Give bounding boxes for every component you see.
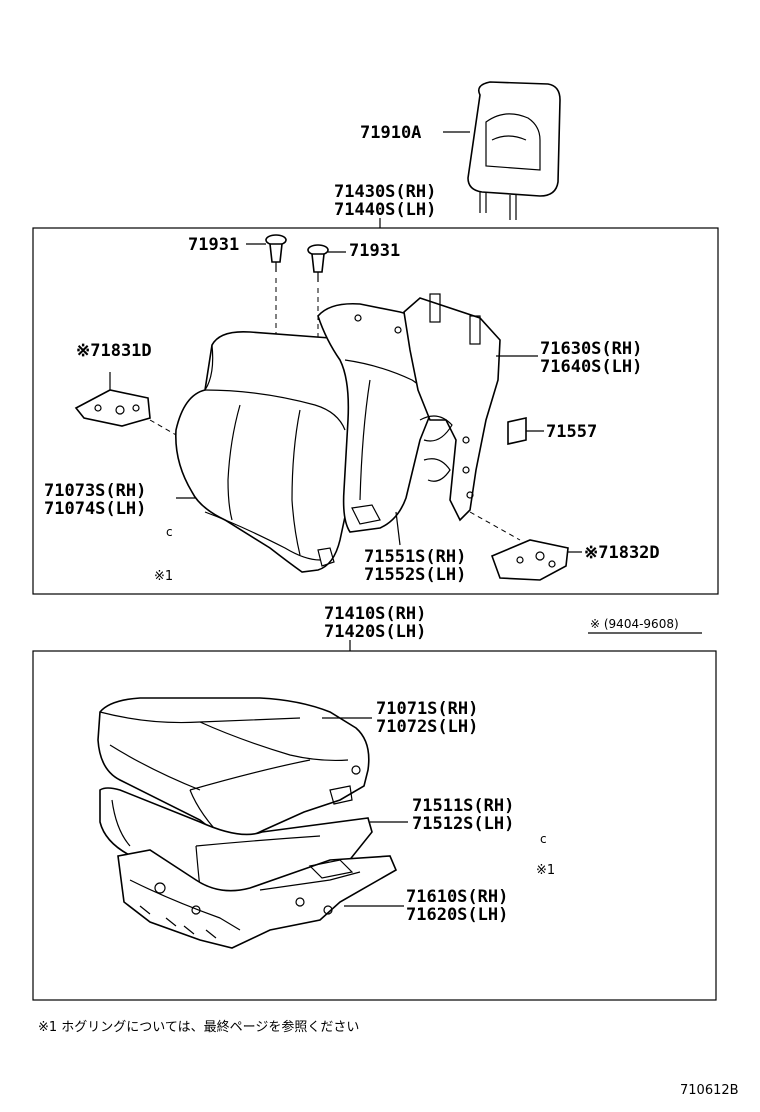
hog-ring-letter-2: c bbox=[540, 832, 547, 846]
hog-ring-mark-2: ※1 bbox=[536, 863, 555, 878]
pad-71557-drawing bbox=[507, 417, 527, 445]
back-cover-drawing bbox=[175, 330, 363, 573]
label-hinge-cover-right: ※71832D bbox=[584, 543, 660, 563]
label-cushion-cover-lh: 71072S(LH) bbox=[376, 717, 478, 737]
hinge-cover-right-drawing bbox=[490, 539, 569, 581]
label-back-frame-rh: 71630S(RH) bbox=[540, 339, 642, 359]
dash-hinge-left bbox=[149, 419, 186, 441]
diagram-id: 710612B bbox=[680, 1083, 739, 1098]
label-back-frame-lh: 71640S(LH) bbox=[540, 357, 642, 377]
hog-ring-letter-1: c bbox=[166, 525, 173, 539]
label-cushion-assy-rh: 71410S(RH) bbox=[324, 604, 426, 624]
label-back-cover-lh: 71074S(LH) bbox=[44, 499, 146, 519]
label-hinge-cover-left: ※71831D bbox=[76, 341, 152, 361]
back-frame-drawing bbox=[403, 293, 501, 522]
label-clip-right: 71931 bbox=[349, 241, 400, 261]
cushion-cover-drawing bbox=[97, 697, 370, 842]
label-clip-left: 71931 bbox=[188, 235, 239, 255]
label-cushion-assy-lh: 71420S(LH) bbox=[324, 622, 426, 642]
label-cushion-cover-rh: 71071S(RH) bbox=[376, 699, 478, 719]
hog-ring-mark-1: ※1 bbox=[154, 569, 173, 584]
leader-back-pad bbox=[395, 511, 401, 546]
label-cushion-pad-lh: 71512S(LH) bbox=[412, 814, 514, 834]
seatback-group-frame bbox=[32, 227, 719, 595]
label-back-cover-rh: 71073S(RH) bbox=[44, 481, 146, 501]
headrest-drawing bbox=[467, 81, 561, 220]
label-seat-frame-rh: 71610S(RH) bbox=[406, 887, 508, 907]
seat-frame-drawing bbox=[117, 849, 398, 949]
clip-left-drawing bbox=[265, 234, 287, 272]
label-back-pad-lh: 71552S(LH) bbox=[364, 565, 466, 585]
date-range: ※ (9404-9608) bbox=[590, 617, 679, 631]
label-pad-71557: 71557 bbox=[546, 422, 597, 442]
dash-hinge-right bbox=[469, 511, 521, 541]
label-back-assy-rh: 71430S(RH) bbox=[334, 182, 436, 202]
label-back-assy-lh: 71440S(LH) bbox=[334, 200, 436, 220]
footnote: ※1 ホグリングについては、最終ページを参照ください bbox=[38, 1019, 359, 1035]
hinge-cover-left-drawing bbox=[74, 372, 151, 427]
label-seat-frame-lh: 71620S(LH) bbox=[406, 905, 508, 925]
label-cushion-pad-rh: 71511S(RH) bbox=[412, 796, 514, 816]
label-headrest: 71910A bbox=[360, 123, 421, 143]
clip-right-drawing bbox=[307, 244, 329, 282]
label-back-pad-rh: 71551S(RH) bbox=[364, 547, 466, 567]
cushion-group-frame bbox=[32, 650, 717, 1001]
